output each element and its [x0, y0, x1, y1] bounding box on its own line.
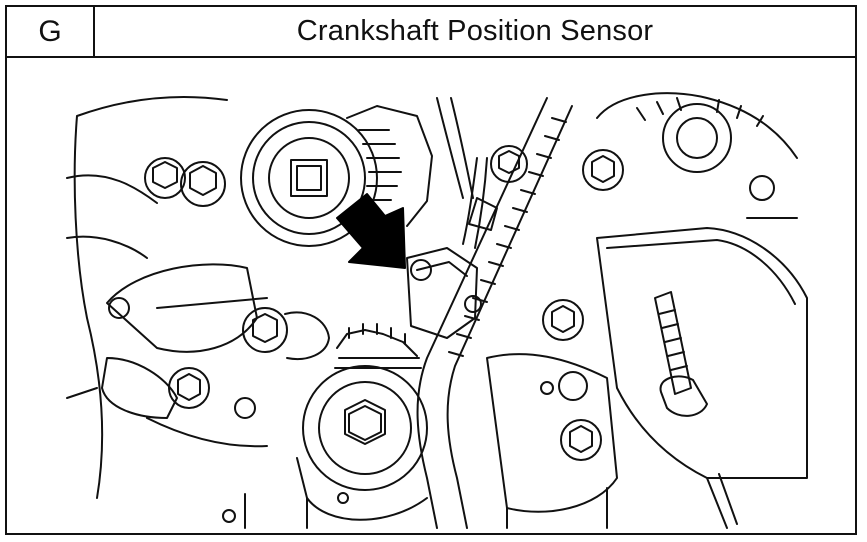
adjusting-bolt	[654, 291, 708, 417]
panel-header: G Crankshaft Position Sensor	[7, 7, 855, 58]
water-pump-pulley	[596, 92, 798, 173]
sensor-wire-harness	[436, 97, 498, 231]
camshaft-pulley	[240, 109, 378, 247]
tensioner-housing	[66, 263, 268, 419]
mounting-bolt-right-upper-2	[582, 149, 624, 191]
engine-block-outline	[73, 95, 228, 499]
mounting-bolt-right-lower	[558, 371, 588, 401]
tensioner-bolt	[242, 307, 330, 360]
indicator-arrow	[336, 193, 406, 269]
engine-illustration	[7, 58, 855, 533]
lower-stud	[706, 473, 738, 529]
mounting-bolt-right-middle	[542, 299, 584, 341]
mounting-bolt-right-upper	[490, 145, 528, 183]
section-letter: G	[7, 7, 95, 56]
engine-line-drawing	[66, 92, 808, 529]
lower-housing	[486, 353, 618, 513]
mounting-bolt-left-upper	[144, 157, 186, 199]
engine-mount-bracket	[596, 175, 808, 479]
mounting-bolt-left-upper-2	[180, 161, 226, 207]
crankshaft-position-sensor	[406, 157, 488, 339]
mounting-bolt-small	[234, 397, 256, 419]
panel-title: Crankshaft Position Sensor	[296, 15, 654, 47]
mounting-bolt-right-bottom	[560, 419, 602, 461]
crankshaft-timing-gear	[334, 323, 422, 369]
mounting-bolt-left-lower	[168, 367, 210, 409]
crankshaft-pulley	[302, 365, 428, 491]
idler-gear	[346, 105, 433, 227]
timing-belt	[296, 97, 573, 529]
procedure-panel: G Crankshaft Position Sensor	[5, 5, 857, 535]
